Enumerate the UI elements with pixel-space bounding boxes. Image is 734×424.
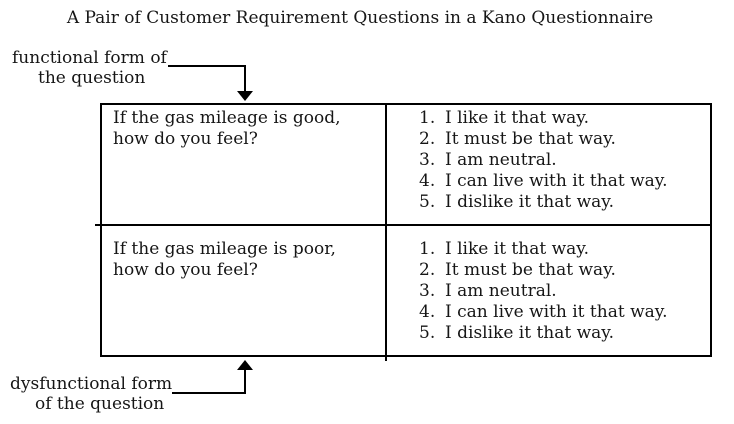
option-text: I can live with it that way. xyxy=(445,171,668,191)
option-row: 3. I am neutral. xyxy=(419,150,710,171)
option-number: 5. xyxy=(419,323,436,343)
question-text-line1: If the gas mileage is good, xyxy=(113,108,341,128)
option-text: I dislike it that way. xyxy=(445,323,615,343)
figure-title: A Pair of Customer Requirement Questions… xyxy=(66,8,654,28)
question-text-line1: If the gas mileage is poor, xyxy=(113,239,336,259)
option-row: 5. I dislike it that way. xyxy=(419,192,710,213)
option-row: 2. It must be that way. xyxy=(419,129,710,150)
dysfunctional-arrow-icon xyxy=(172,360,253,394)
question-text-line2: how do you feel? xyxy=(113,260,258,280)
option-row: 1. I like it that way. xyxy=(419,108,710,129)
option-number: 4. xyxy=(419,171,436,191)
option-row: 2. It must be that way. xyxy=(419,260,710,281)
option-number: 2. xyxy=(419,260,436,280)
option-row: 3. I am neutral. xyxy=(419,281,710,302)
option-text: I am neutral. xyxy=(445,150,557,170)
option-number: 3. xyxy=(419,150,436,170)
functional-form-label-line1: functional form of xyxy=(12,48,167,68)
option-text: I like it that way. xyxy=(445,108,590,128)
question-text-line2: how do you feel? xyxy=(113,129,258,149)
option-number: 4. xyxy=(419,302,436,322)
functional-options-cell: 1. I like it that way. 2. It must be tha… xyxy=(387,105,710,226)
option-number: 2. xyxy=(419,129,436,149)
option-row: 4. I can live with it that way. xyxy=(419,302,710,323)
functional-question-cell: If the gas mileage is good, how do you f… xyxy=(102,105,387,226)
row-divider-overshoot xyxy=(95,224,100,226)
option-text: I dislike it that way. xyxy=(445,192,615,212)
dysfunctional-form-label-line1: dysfunctional form xyxy=(10,374,173,394)
option-row: 4. I can live with it that way. xyxy=(419,171,710,192)
option-text: It must be that way. xyxy=(445,129,616,149)
option-text: I can live with it that way. xyxy=(445,302,668,322)
dysfunctional-options-cell: 1. I like it that way. 2. It must be tha… xyxy=(387,226,710,355)
option-number: 3. xyxy=(419,281,436,301)
option-text: I like it that way. xyxy=(445,239,590,259)
option-row: 1. I like it that way. xyxy=(419,239,710,260)
kano-question-table: If the gas mileage is good, how do you f… xyxy=(100,103,712,357)
column-divider-overshoot xyxy=(385,357,387,361)
option-number: 5. xyxy=(419,192,436,212)
option-text: I am neutral. xyxy=(445,281,557,301)
dysfunctional-form-label-line2: of the question xyxy=(35,394,165,414)
option-number: 1. xyxy=(419,108,436,128)
option-number: 1. xyxy=(419,239,436,259)
option-row: 5. I dislike it that way. xyxy=(419,323,710,344)
functional-form-label-line2: the question xyxy=(38,68,146,88)
dysfunctional-question-cell: If the gas mileage is poor, how do you f… xyxy=(102,226,387,355)
functional-arrow-icon xyxy=(168,65,253,101)
option-text: It must be that way. xyxy=(445,260,616,280)
